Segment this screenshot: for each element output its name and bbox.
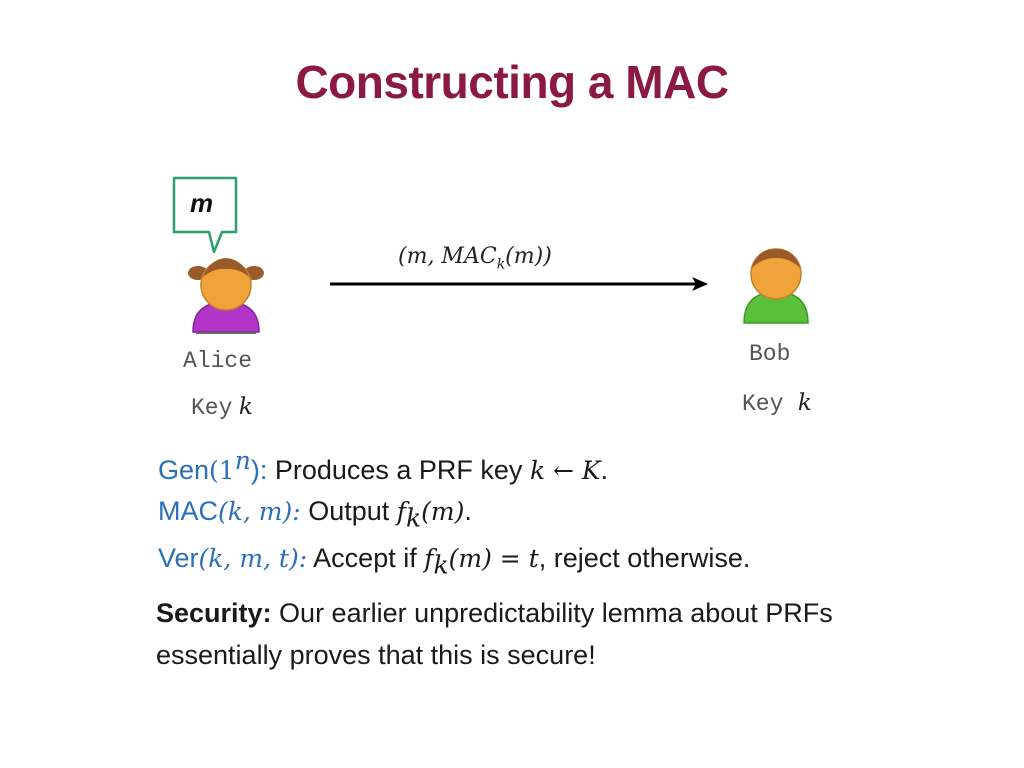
bob-name: Bob: [749, 341, 791, 367]
ver-tail: , reject otherwise.: [538, 543, 751, 574]
arrow-label-prefix: (m, MAC: [398, 244, 497, 269]
arrow-label: (m, MACk(m)): [398, 244, 552, 272]
security-note: Security: Our earlier unpredictability l…: [156, 592, 876, 676]
ver-text: Accept if: [307, 543, 425, 574]
mac-args: (k, m):: [218, 497, 301, 526]
alice-key-word: Key: [191, 395, 233, 421]
alice-key: Key k: [191, 393, 253, 421]
gen-args: (1: [209, 456, 235, 485]
message-arrow: [330, 277, 708, 291]
mac-math-after: (m): [421, 497, 465, 526]
mac-math-f: f: [396, 497, 407, 526]
ver-math-sub: k: [433, 550, 449, 580]
arrow-label-subscript: k: [496, 256, 506, 273]
gen-name: Gen: [158, 455, 210, 485]
mac-name: MAC: [158, 496, 218, 526]
slide-title: Constructing a MAC: [295, 56, 729, 108]
alice-avatar: [188, 258, 264, 334]
alice-key-var: k: [238, 394, 253, 420]
ver-math-after: (m) = t: [448, 544, 539, 574]
alice-name: Alice: [183, 348, 253, 374]
bubble-text: m: [190, 188, 214, 218]
gen-text: Produces a PRF key: [267, 455, 530, 485]
mac-text: Output: [300, 496, 397, 526]
gen-tail: .: [600, 455, 609, 485]
bob-avatar: [743, 248, 809, 324]
arrow-label-suffix: (m)): [505, 244, 552, 269]
security-label: Security:: [156, 598, 272, 628]
security-text: Our earlier unpredictability lemma about…: [156, 598, 833, 670]
gen-math: k ← K: [529, 456, 601, 485]
gen-close: ):: [250, 455, 268, 485]
definition-gen: Gen(1n): Produces a PRF key k ← K.: [158, 440, 750, 491]
definition-mac: MAC(k, m): Output fk(m).: [158, 491, 750, 538]
definitions: Gen(1n): Produces a PRF key k ← K. MAC(k…: [158, 440, 750, 586]
speech-bubble: [172, 176, 238, 254]
bob-key: Key k: [742, 389, 812, 417]
bob-key-var: k: [797, 390, 812, 416]
ver-math-f: f: [424, 544, 434, 574]
ver-args: (k, m, t):: [198, 544, 308, 574]
bob-key-word: Key: [742, 391, 784, 417]
definition-ver: Ver(k, m, t): Accept if fk(m) = t, rejec…: [158, 538, 750, 585]
ver-name: Ver: [158, 543, 199, 574]
mac-tail: .: [464, 496, 472, 526]
gen-sup: n: [234, 446, 251, 475]
mac-math-sub: k: [406, 503, 422, 533]
